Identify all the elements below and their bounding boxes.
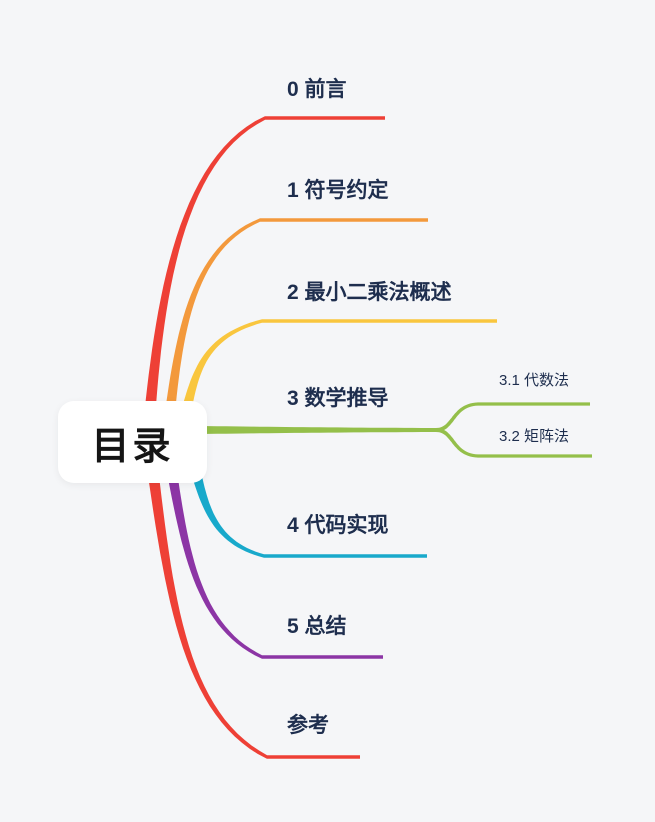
topic-derivation-label: 3 数学推导 bbox=[287, 387, 389, 410]
branch-line-preface bbox=[144, 116, 385, 413]
subtopic-matrix-label: 3.2 矩阵法 bbox=[499, 428, 570, 445]
topic-notation[interactable]: 1 符号约定 bbox=[287, 176, 389, 206]
root-topic-label: 目录 bbox=[91, 425, 174, 468]
root-topic[interactable]: 目录 bbox=[58, 401, 207, 483]
topic-summary[interactable]: 5 总结 bbox=[287, 612, 347, 642]
topic-code-label: 4 代码实现 bbox=[287, 514, 389, 537]
topic-code[interactable]: 4 代码实现 bbox=[287, 511, 389, 541]
subtopic-matrix[interactable]: 3.2 矩阵法 bbox=[499, 426, 569, 448]
topic-overview[interactable]: 2 最小二乘法概述 bbox=[287, 278, 452, 308]
topic-overview-label: 2 最小二乘法概述 bbox=[287, 281, 452, 304]
branch-line-summary bbox=[167, 471, 383, 659]
branch-line-derivation bbox=[200, 426, 438, 434]
topic-notation-label: 1 符号约定 bbox=[287, 179, 389, 202]
branch-line-derivation-matrix bbox=[435, 428, 592, 458]
topic-summary-label: 5 总结 bbox=[287, 615, 347, 638]
topic-preface[interactable]: 0 前言 bbox=[287, 75, 347, 105]
topic-references-label: 参考 bbox=[287, 714, 329, 737]
topic-preface-label: 0 前言 bbox=[287, 78, 347, 101]
subtopic-algebraic[interactable]: 3.1 代数法 bbox=[499, 370, 569, 392]
branch-line-references bbox=[147, 471, 360, 759]
subtopic-algebraic-label: 3.1 代数法 bbox=[499, 372, 570, 389]
topic-references[interactable]: 参考 bbox=[287, 711, 329, 741]
topic-derivation[interactable]: 3 数学推导 bbox=[287, 384, 389, 414]
branch-line-derivation-algebraic bbox=[435, 402, 590, 432]
